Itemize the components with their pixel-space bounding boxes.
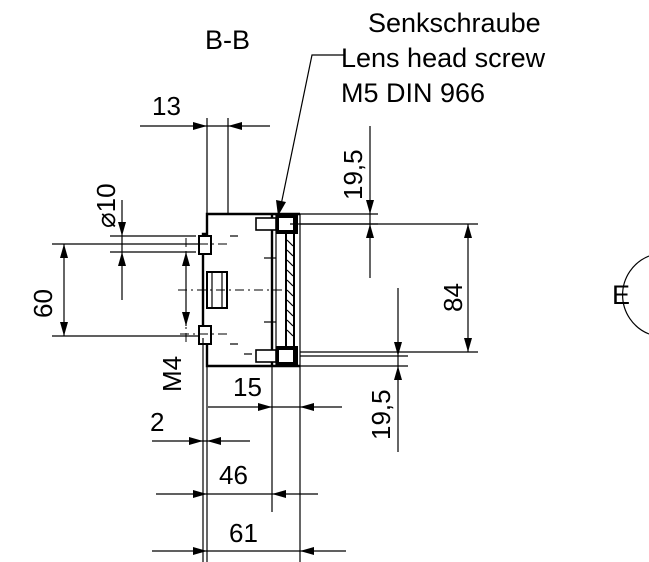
dim-15: 15 <box>208 366 342 562</box>
dim-19-5-top-label: 19,5 <box>338 149 368 200</box>
dim-61: 61 <box>152 518 346 555</box>
dim-13: 13 <box>140 91 270 214</box>
dim-2-label: 2 <box>150 407 164 437</box>
lower-fitting <box>198 325 212 345</box>
callout-leader-arrow <box>276 200 286 216</box>
section-label: B-B <box>205 25 250 55</box>
dim-13-label: 13 <box>152 91 181 121</box>
dim-84: 84 <box>300 223 478 353</box>
dim-2: 2 <box>150 338 250 562</box>
dim-60: 60 <box>28 243 200 337</box>
dim-m4-label: M4 <box>157 356 187 392</box>
screw-callout: Senkschraube Lens head screw M5 DIN 966 <box>276 8 546 216</box>
dim-19-5-bottom: 19,5 <box>300 288 408 452</box>
dim-46-label: 46 <box>219 460 248 490</box>
top-screw-body <box>255 217 277 231</box>
dim-dia-10: ⌀10 <box>91 183 196 300</box>
detail-circle-arc <box>622 255 649 335</box>
callout-line-3: M5 DIN 966 <box>341 78 485 108</box>
dim-dia-10-label: ⌀10 <box>91 183 121 228</box>
detail-label: E <box>612 280 630 310</box>
dim-19-5-top: 19,5 <box>290 126 378 278</box>
dim-m4: M4 <box>157 252 190 392</box>
dim-61-label: 61 <box>229 518 258 548</box>
callout-line-2: Lens head screw <box>341 43 546 73</box>
callout-line-1: Senkschraube <box>368 8 541 38</box>
dim-60-label: 60 <box>28 289 58 318</box>
dim-15-label: 15 <box>233 372 262 402</box>
dim-84-label: 84 <box>438 283 468 312</box>
bottom-screw-body <box>255 349 277 363</box>
detail-marker-e: E <box>612 255 649 335</box>
housing-section <box>178 212 301 368</box>
housing-outline <box>201 212 300 368</box>
dim-19-5-bottom-label: 19,5 <box>366 389 396 440</box>
dim-46: 46 <box>156 460 318 498</box>
upper-fitting <box>198 235 212 255</box>
callout-leader-line <box>280 54 345 206</box>
